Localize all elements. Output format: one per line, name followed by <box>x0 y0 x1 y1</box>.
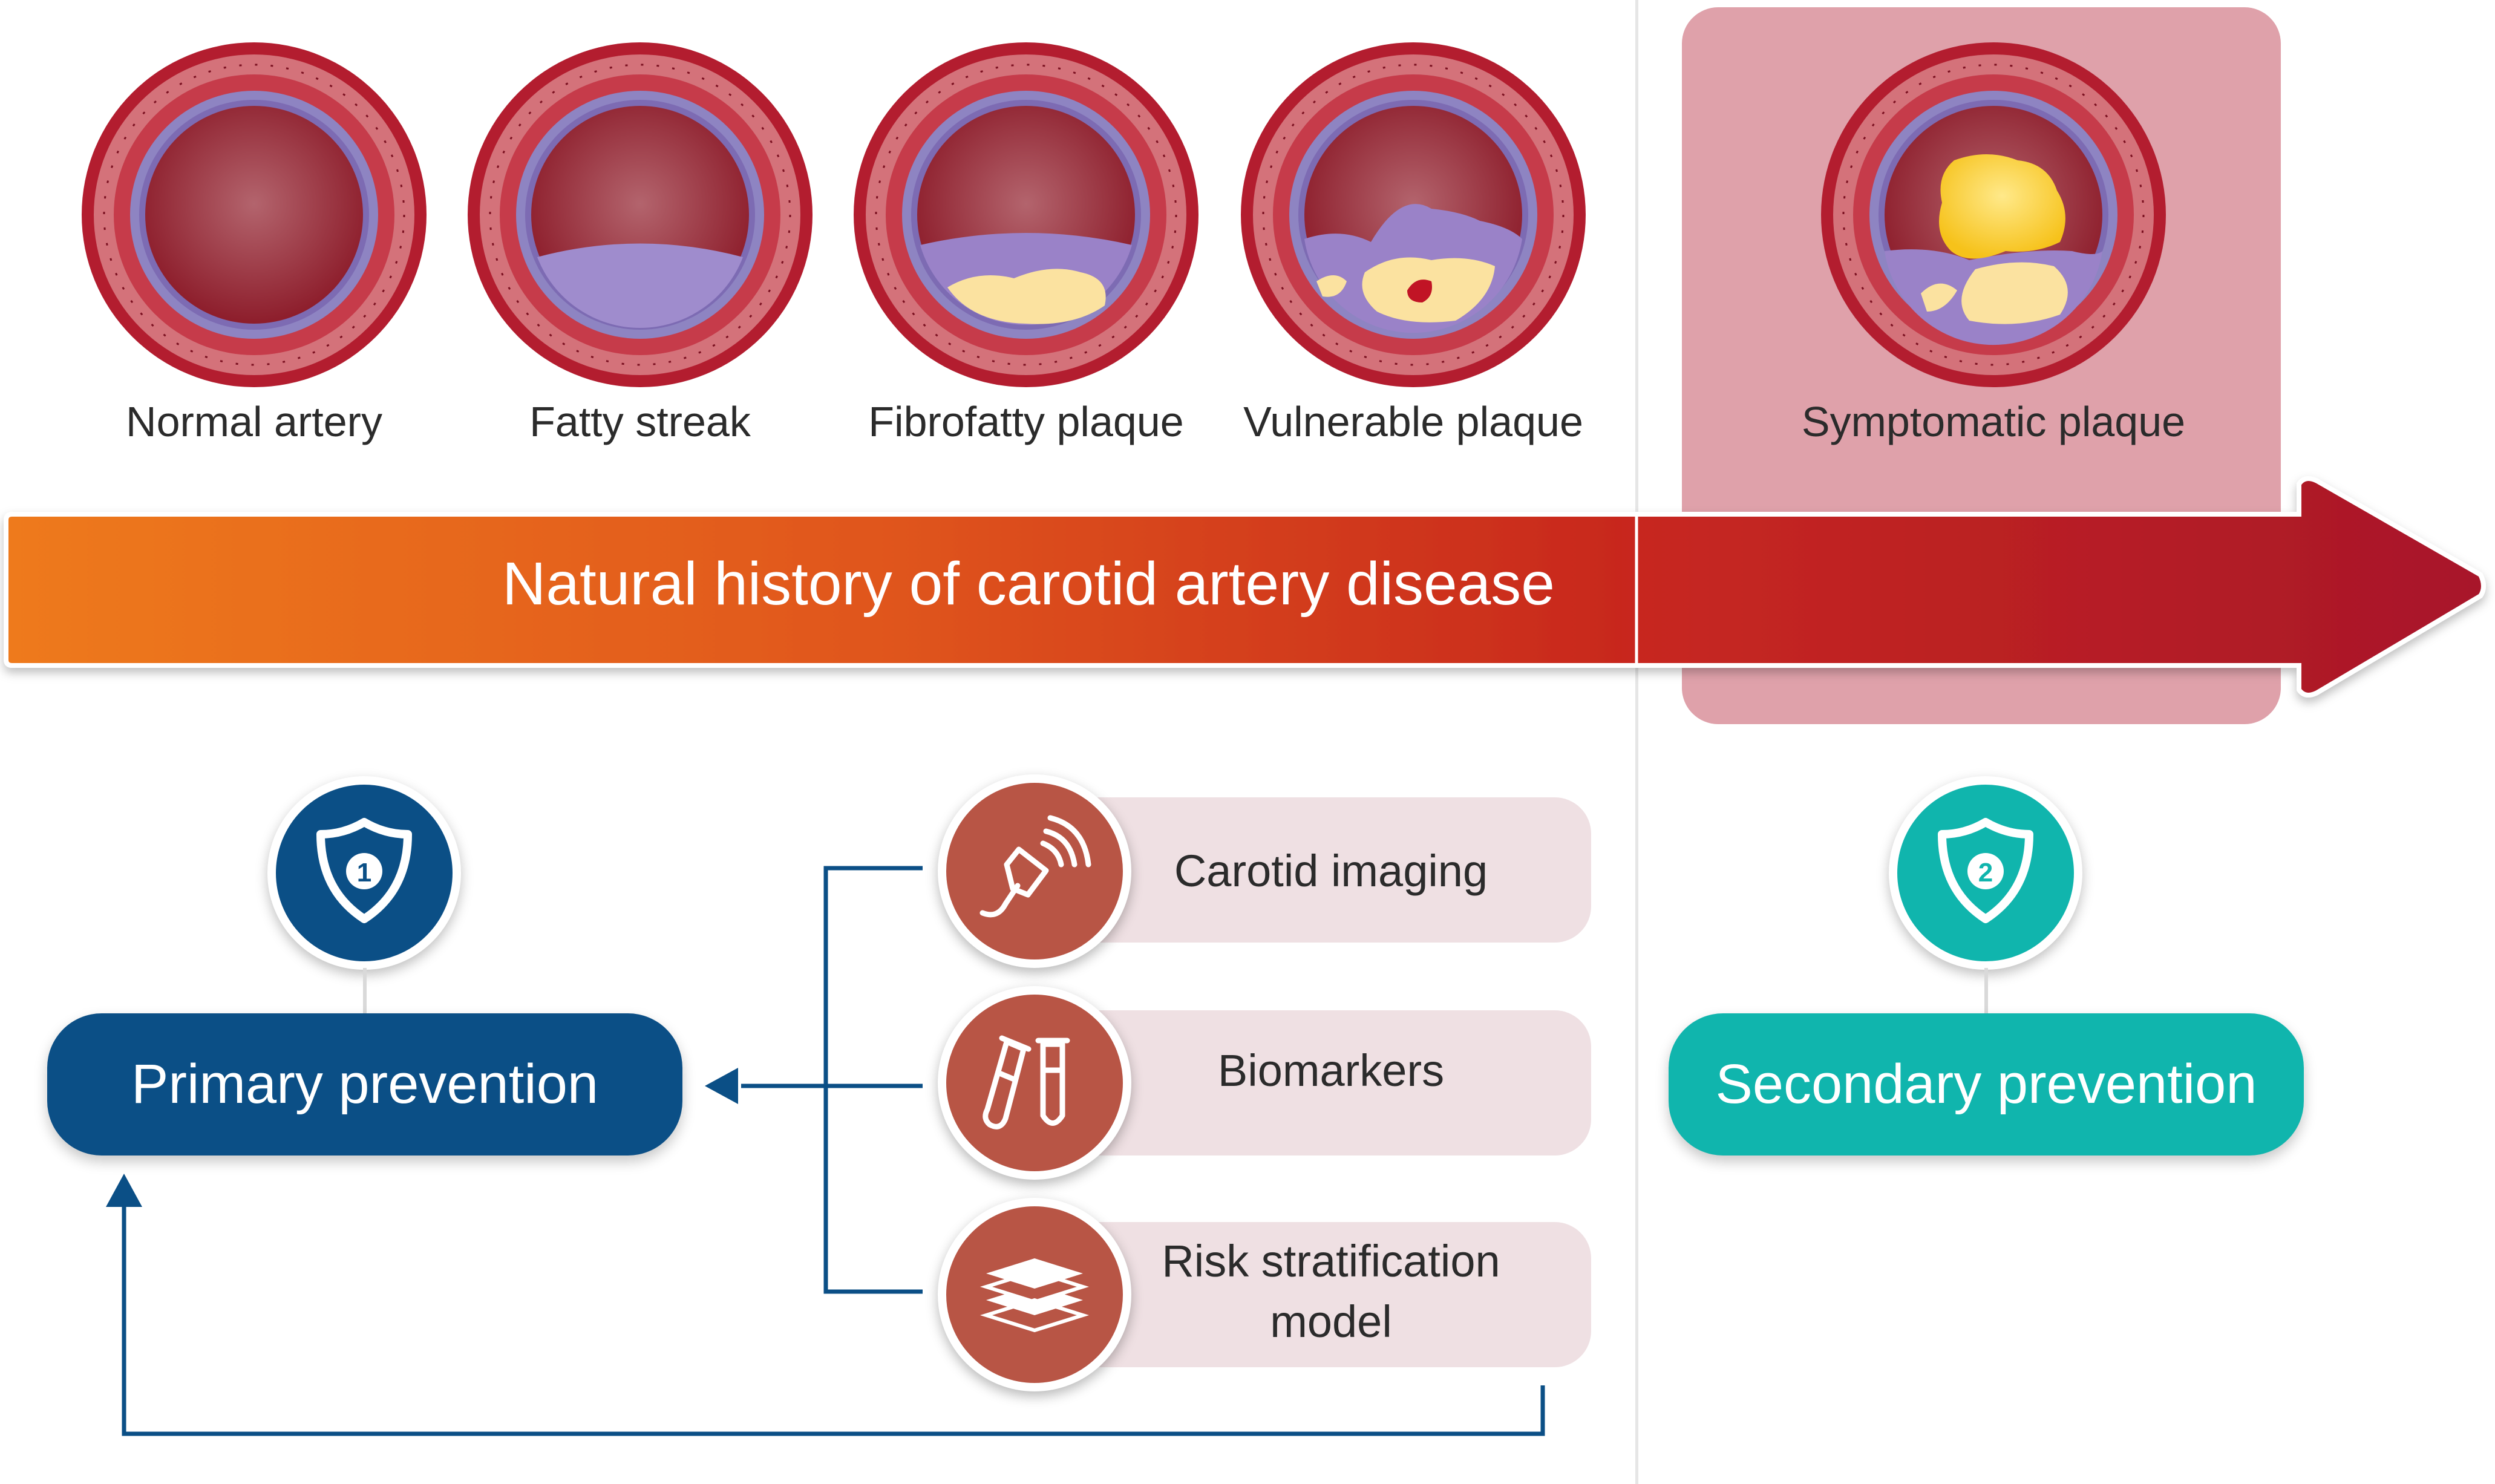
test-tubes-icon <box>983 1035 1070 1129</box>
ultrasound-probe-icon <box>979 815 1091 918</box>
badge-number-1: 1 <box>356 858 372 887</box>
disease-timeline-arrow <box>4 476 2486 698</box>
fatty-streak-artery <box>466 41 814 388</box>
badge-number-2: 2 <box>1978 858 1993 887</box>
risk-stratification-label: Risk stratification model <box>1101 1231 1561 1352</box>
shield-icon <box>1938 818 2033 923</box>
primary-prevention-box: Primary prevention <box>47 1013 682 1155</box>
stage-label-vulnerable-plaque: Vulnerable plaque <box>1243 398 1583 445</box>
artery-illustrations <box>80 41 2167 388</box>
secondary-prevention-box: Secondary prevention <box>1669 1013 2304 1155</box>
normal-artery <box>80 41 428 388</box>
stage-label-symptomatic-plaque: Symptomatic plaque <box>1801 398 2186 445</box>
timeline-title: Natural history of carotid artery diseas… <box>502 550 1555 618</box>
stage-label-fatty-streak: Fatty streak <box>529 398 751 445</box>
layers-icon <box>979 1258 1090 1333</box>
symptomatic-plaque-artery <box>1820 41 2167 388</box>
vulnerable-plaque-artery <box>1240 41 1587 388</box>
carotid-imaging-circle <box>938 774 1131 968</box>
stage-label-fibrofatty-plaque: Fibrofatty plaque <box>868 398 1184 445</box>
risk-stratification-circle <box>938 1198 1131 1391</box>
risk-stratification-line-2: model <box>1270 1296 1392 1347</box>
carotid-imaging-label: Carotid imaging <box>1174 846 1488 896</box>
shield-icon <box>316 818 412 923</box>
stage-label-normal-artery: Normal artery <box>126 398 382 445</box>
biomarkers-label: Biomarkers <box>1217 1045 1445 1096</box>
phase-divider-line <box>1635 0 1638 1484</box>
fibrofatty-plaque-artery <box>852 41 1200 388</box>
biomarkers-circle <box>938 986 1131 1180</box>
connector-lines <box>106 866 1988 1436</box>
risk-stratification-line-1: Risk stratification <box>1162 1236 1500 1286</box>
